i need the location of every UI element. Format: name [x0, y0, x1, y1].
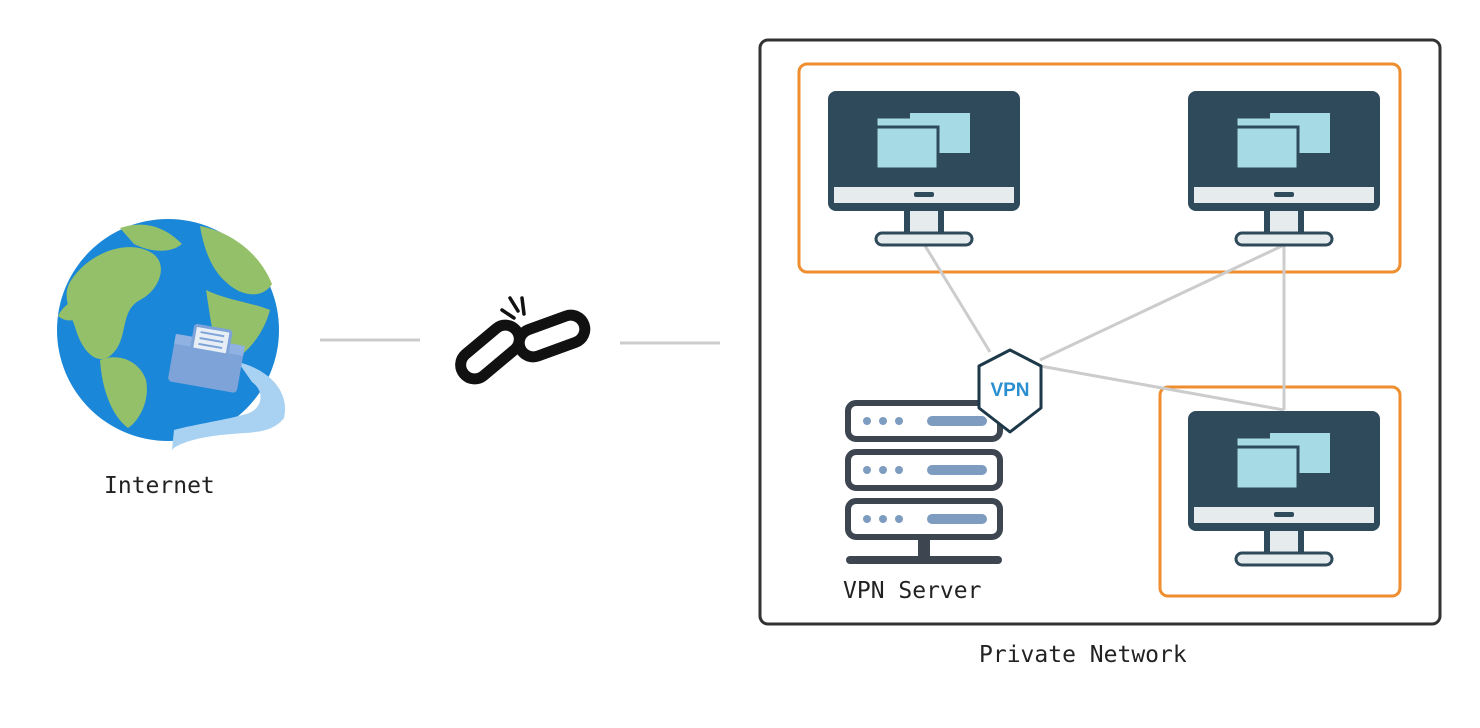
internet-label: Internet	[104, 473, 215, 499]
server-rack-icon	[846, 403, 1002, 564]
connector-lines	[320, 243, 1286, 412]
workstation-group-top	[797, 62, 1402, 274]
private-network-frame	[758, 38, 1442, 626]
workstation-group-bottom	[1158, 385, 1402, 598]
desktop-monitor-icon	[828, 91, 1020, 247]
vpn-badge-text: VPN	[990, 380, 1029, 401]
vpn-shield-icon: VPN	[977, 348, 1043, 434]
broken-chain-icon	[455, 296, 591, 385]
connector-vpn-monitor3	[1039, 364, 1285, 412]
vpn-server-label: VPN Server	[843, 578, 982, 604]
connector-monitor1-vpn	[922, 243, 992, 353]
connector-monitor2-vpn	[1039, 243, 1285, 362]
globe-ethernet-icon	[57, 219, 286, 450]
desktop-monitor-icon	[1188, 91, 1380, 247]
desktop-monitor-icon	[1188, 411, 1380, 567]
private-network-label: Private Network	[979, 642, 1187, 668]
